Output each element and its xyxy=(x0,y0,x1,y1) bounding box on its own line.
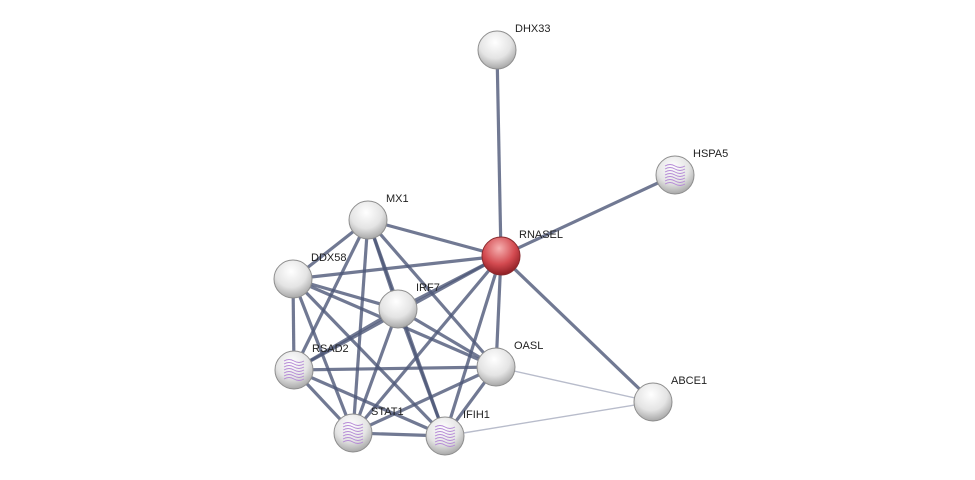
node-label: STAT1 xyxy=(371,406,404,418)
node-oasl[interactable]: OASL xyxy=(476,340,543,387)
node-label: OASL xyxy=(514,340,543,352)
edge-irf7-stat1[interactable] xyxy=(351,308,400,434)
edge-irf7-ifih1[interactable] xyxy=(396,308,447,437)
node-sphere[interactable] xyxy=(273,259,313,299)
edge-rsad2-oasl[interactable] xyxy=(293,365,497,372)
node-sphere[interactable] xyxy=(477,30,517,70)
node-hspa5[interactable]: HSPA5 xyxy=(655,148,728,195)
edge-ifih1-abce1[interactable] xyxy=(444,401,654,437)
edge-rnasel-dhx33[interactable] xyxy=(495,49,503,257)
node-label: IRF7 xyxy=(416,282,440,294)
node-label: HSPA5 xyxy=(693,148,728,160)
protein-structure-icon xyxy=(342,422,364,444)
node-dhx33[interactable]: DHX33 xyxy=(477,23,550,70)
node-rnasel[interactable]: RNASEL xyxy=(481,229,563,276)
node-mx1[interactable]: MX1 xyxy=(348,193,409,240)
edge-oasl-abce1[interactable] xyxy=(495,366,654,403)
node-ifih1[interactable]: IFIH1 xyxy=(425,409,490,456)
node-label: DHX33 xyxy=(515,23,550,35)
protein-structure-icon xyxy=(664,164,686,186)
node-irf7[interactable]: IRF7 xyxy=(378,282,440,329)
edge-stat1-oasl[interactable] xyxy=(352,365,497,435)
node-stat1[interactable]: STAT1 xyxy=(333,406,404,453)
edge-ddx58-ifih1[interactable] xyxy=(291,277,447,438)
node-sphere[interactable] xyxy=(633,382,673,422)
edge-ddx58-stat1[interactable] xyxy=(291,278,355,434)
edge-rnasel-abce1[interactable] xyxy=(499,254,655,404)
node-rsad2[interactable]: RSAD2 xyxy=(274,343,349,390)
node-label: RSAD2 xyxy=(312,343,349,355)
node-abce1[interactable]: ABCE1 xyxy=(633,375,707,422)
edge-rnasel-mx1[interactable] xyxy=(367,218,502,258)
node-label: MX1 xyxy=(386,193,409,205)
node-sphere[interactable] xyxy=(378,289,418,329)
protein-structure-icon xyxy=(434,425,456,447)
node-sphere[interactable] xyxy=(476,347,516,387)
node-ddx58[interactable]: DDX58 xyxy=(273,252,346,299)
node-label: IFIH1 xyxy=(463,409,490,421)
protein-structure-icon xyxy=(283,359,305,381)
node-label: ABCE1 xyxy=(671,375,707,387)
edge-rnasel-ddx58[interactable] xyxy=(292,254,502,281)
edge-rsad2-ifih1[interactable] xyxy=(293,368,446,438)
edge-irf7-rsad2[interactable] xyxy=(293,307,399,372)
edge-mx1-oasl[interactable] xyxy=(366,218,498,369)
node-label: DDX58 xyxy=(311,252,346,264)
node-label: RNASEL xyxy=(519,229,563,241)
edge-rnasel-stat1[interactable] xyxy=(351,254,503,435)
node-sphere[interactable] xyxy=(348,200,388,240)
edge-rnasel-ifih1[interactable] xyxy=(443,255,503,437)
node-sphere[interactable] xyxy=(481,236,521,276)
edge-rnasel-hspa5[interactable] xyxy=(500,173,676,258)
